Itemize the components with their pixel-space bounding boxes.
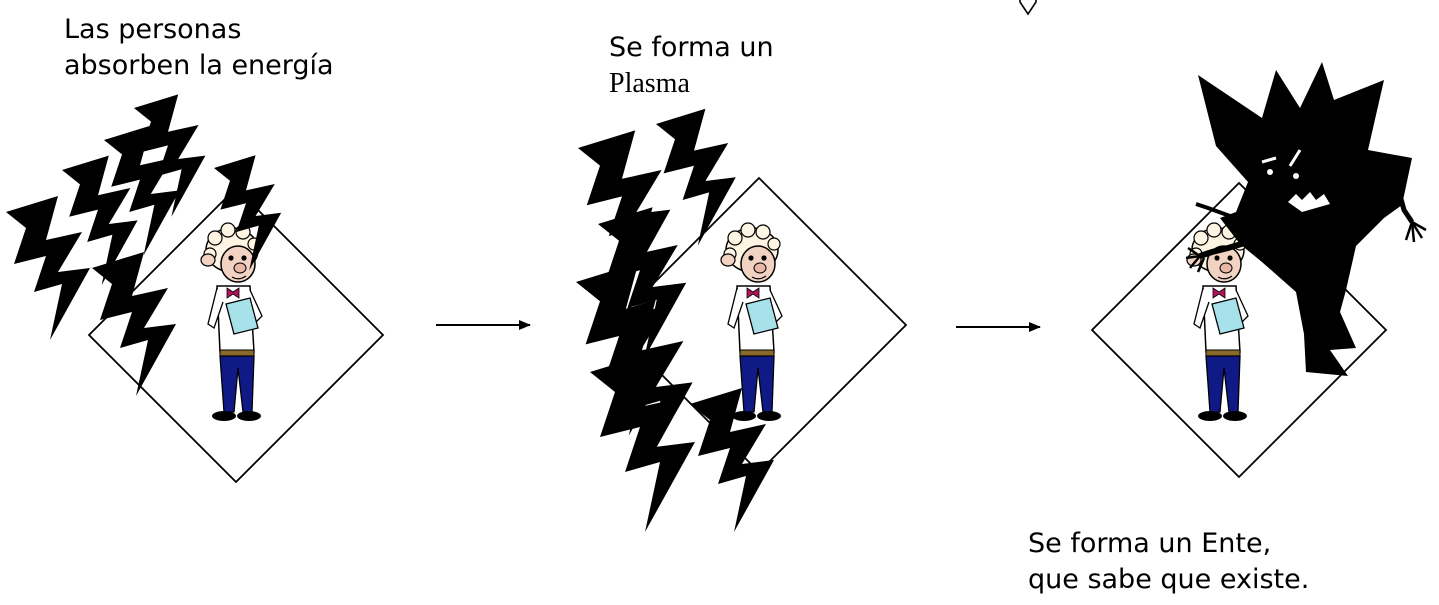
shadow-creature-icon [1185,62,1427,376]
caption-step-3-line-2: que sabe que existe. [1028,564,1310,595]
caption-step-1-line-1: Las personas [64,14,242,45]
caption-step-2-line-2: Plasma [609,68,690,99]
caption-step-3-line-1: Se forma un Ente, [1028,528,1272,559]
caption-step-3: Se forma un Ente, que sabe que existe. [1028,526,1309,598]
panel-1-scene [6,94,384,483]
caption-step-2: Se forma un Plasma [609,30,774,102]
panel-2-scene [576,108,907,532]
panel-3-scene [1091,62,1427,478]
caption-step-2-line-1: Se forma un [609,32,774,63]
caption-step-1-line-2: absorben la energía [64,50,334,81]
edge-mark [1019,0,1037,16]
lightning-bolt-icon [6,196,90,340]
caption-step-1: Las personas absorben la energía [64,12,334,84]
